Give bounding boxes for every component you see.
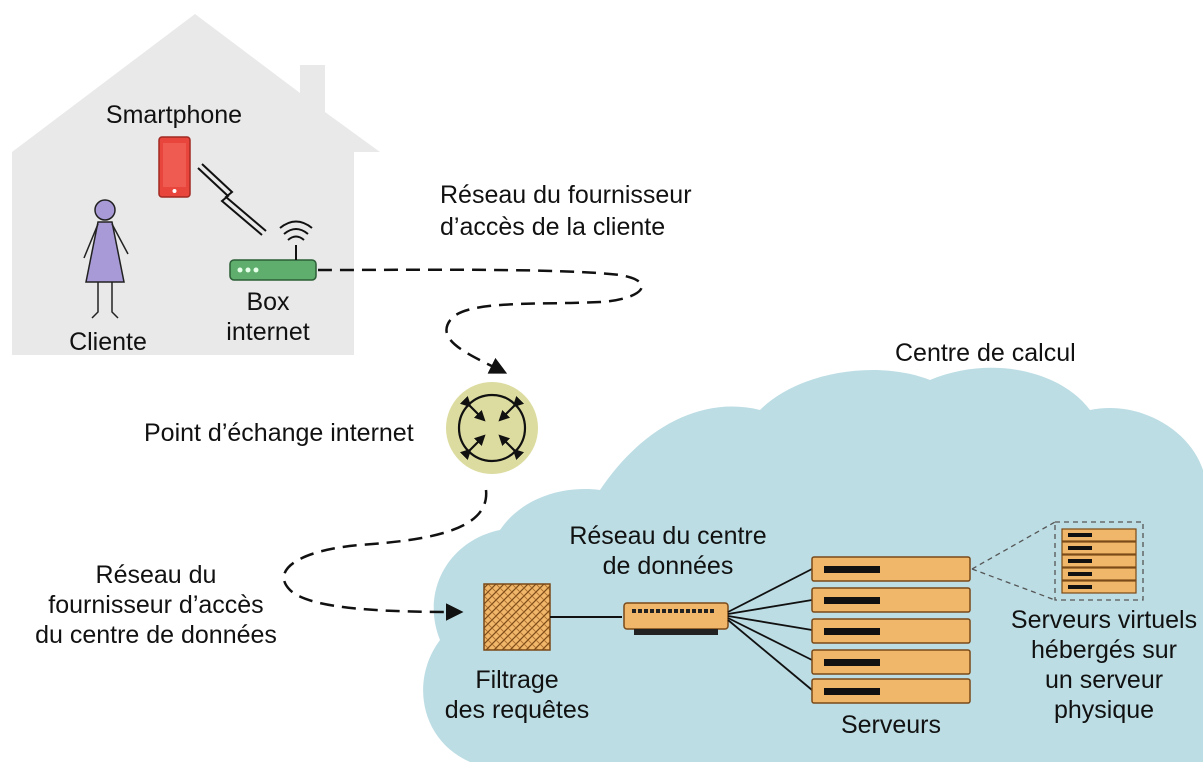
label-isp-dc-line2: fournisseur d’accès bbox=[48, 591, 263, 619]
label-isp-dc-line3: du centre de données bbox=[35, 621, 277, 649]
label-box-line2: internet bbox=[226, 318, 309, 346]
label-ixp: Point d’échange internet bbox=[144, 419, 414, 447]
label-centre-calcul: Centre de calcul bbox=[895, 339, 1076, 367]
link-client-isp bbox=[317, 268, 644, 374]
network-switch-icon bbox=[623, 602, 729, 635]
link-datacenter-isp bbox=[282, 489, 488, 621]
virtual-servers-icon bbox=[971, 521, 1144, 601]
wireless-link-icon bbox=[197, 163, 267, 236]
server-rack-icon bbox=[811, 556, 971, 704]
label-virtual-line2: hébergés sur bbox=[1031, 636, 1177, 664]
label-dc-network-line2: de données bbox=[603, 552, 734, 580]
label-isp-client-line2: d’accès de la cliente bbox=[440, 213, 665, 241]
label-virtual-line1: Serveurs virtuels bbox=[1011, 606, 1197, 634]
house-shape bbox=[12, 14, 380, 355]
label-isp-dc-line1: Réseau du bbox=[96, 561, 217, 589]
person-icon bbox=[83, 199, 129, 319]
label-filtrage-line2: des requêtes bbox=[445, 696, 590, 724]
wifi-router-icon bbox=[229, 220, 317, 281]
firewall-icon bbox=[483, 583, 551, 651]
label-virtual-line4: physique bbox=[1054, 696, 1154, 724]
label-isp-client-line1: Réseau du fournisseur bbox=[440, 181, 692, 209]
label-cliente: Cliente bbox=[69, 328, 147, 356]
exchange-point-icon bbox=[446, 382, 538, 474]
label-dc-network-line1: Réseau du centre bbox=[569, 522, 766, 550]
label-virtual-line3: un serveur bbox=[1045, 666, 1163, 694]
smartphone-icon bbox=[158, 136, 191, 198]
label-serveurs: Serveurs bbox=[841, 711, 941, 739]
label-box-line1: Box bbox=[246, 288, 290, 316]
label-filtrage-line1: Filtrage bbox=[475, 666, 558, 694]
label-smartphone: Smartphone bbox=[106, 101, 242, 129]
switch-server-links bbox=[727, 568, 813, 691]
